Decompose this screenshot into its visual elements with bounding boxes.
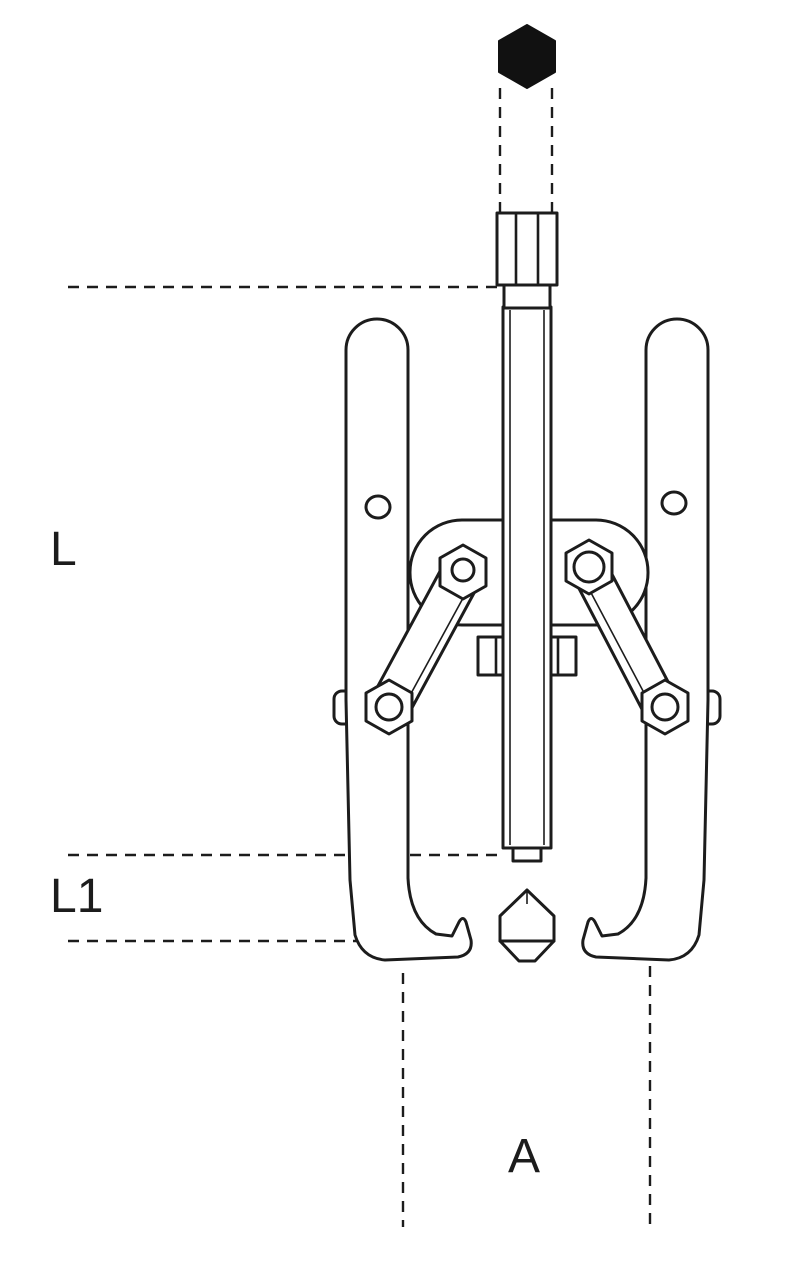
dimension-labels: L L1 A [50, 523, 540, 1183]
right-arm-shape [581, 317, 710, 962]
label-length-L1: L1 [50, 870, 103, 923]
right-arm-hole [660, 490, 688, 516]
puller-body [332, 24, 722, 963]
left-arm-pivot-bolt-chamfer [374, 692, 404, 722]
right-link-back-edge [579, 571, 652, 707]
label-length-L: L [50, 523, 77, 576]
spindle-hex-head-shape [495, 211, 559, 287]
centering-tip-point-shape [498, 939, 556, 963]
drive-hexagon-shape [498, 24, 556, 89]
right-arm-pivot-bolt-chamfer [650, 692, 680, 722]
right-yoke-bolt-chamfer [572, 550, 606, 584]
spindle-collar-shape [502, 283, 552, 310]
left-yoke-bolt-chamfer [450, 557, 476, 583]
left-arm-hole [364, 494, 392, 520]
dimension-lines [68, 88, 652, 1227]
left-arm-shape [344, 317, 473, 962]
spindle-end-step-shape [511, 846, 543, 863]
centering-tip-upper-shape [498, 888, 556, 943]
label-spread-A: A [508, 1130, 540, 1183]
